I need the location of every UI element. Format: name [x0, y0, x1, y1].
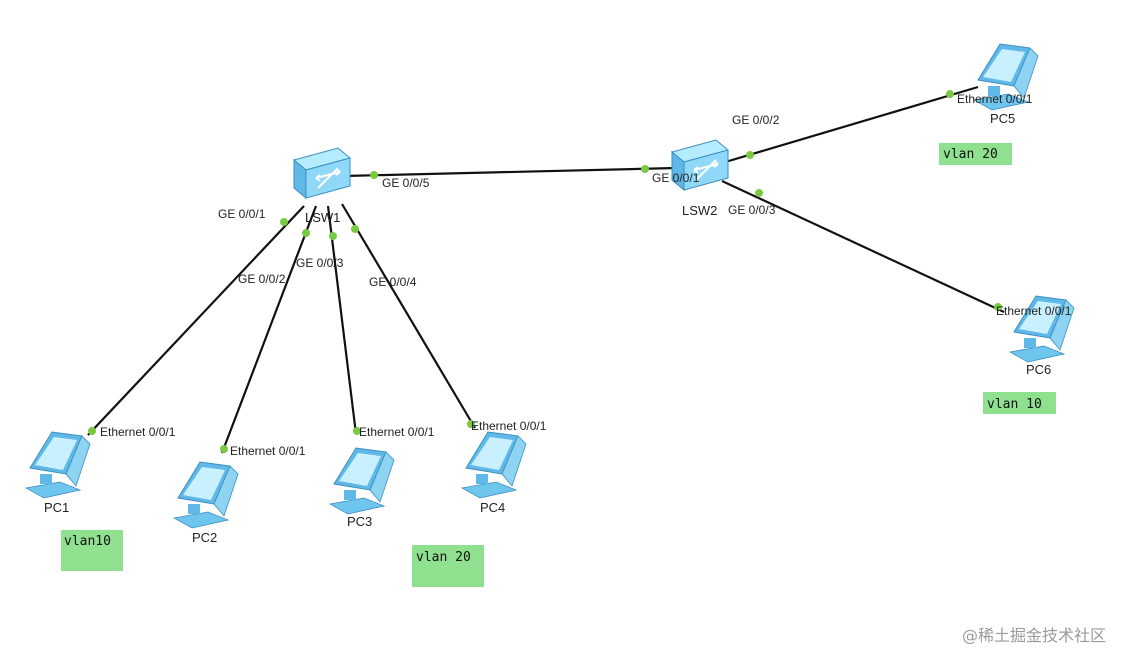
- port-dot: [641, 165, 649, 173]
- switch-lsw1[interactable]: LSW1: [293, 147, 351, 225]
- link-lsw1-pc2: [220, 205, 318, 454]
- switch-icon: [293, 147, 351, 199]
- port-label: GE 0/0/2: [732, 113, 780, 127]
- links: [87, 85, 1005, 454]
- port-dot: [302, 229, 310, 237]
- port-label: GE 0/0/1: [652, 171, 700, 185]
- port-label: Ethernet 0/0/1: [471, 419, 547, 433]
- port-dot: [280, 218, 288, 226]
- pc-pc3[interactable]: PC3: [329, 447, 395, 529]
- link-lsw1-lsw2: [343, 166, 677, 178]
- device-label: PC3: [347, 514, 372, 529]
- port-dot: [353, 427, 361, 435]
- vlan-tag-pc1: vlan10: [61, 530, 123, 571]
- port-label: GE 0/0/2: [238, 272, 286, 286]
- link-lsw2-pc6: [721, 180, 1005, 313]
- device-label: PC6: [1026, 362, 1051, 377]
- vlan-label: vlan 10: [987, 397, 1042, 412]
- port-dot: [370, 171, 378, 179]
- pc-pc6[interactable]: PC6: [1009, 295, 1075, 377]
- port-label: GE 0/0/4: [369, 275, 417, 289]
- port-dot: [329, 232, 337, 240]
- vlan-box: [61, 530, 123, 571]
- vlan-tag-pc3-pc4: vlan 20: [412, 545, 484, 587]
- pc-pc2[interactable]: PC2: [173, 461, 239, 545]
- pc-pc1[interactable]: PC1: [25, 431, 91, 515]
- port-dot: [88, 427, 96, 435]
- port-label: Ethernet 0/0/1: [957, 92, 1033, 106]
- port-label: Ethernet 0/0/1: [100, 425, 176, 439]
- vlan-box: [939, 143, 1012, 165]
- port-dot: [994, 303, 1002, 311]
- link-lsw1-pc4: [341, 203, 476, 429]
- switch-lsw2[interactable]: LSW2: [671, 139, 729, 218]
- vlan-label: vlan 20: [943, 147, 998, 162]
- watermark: @稀土掘金技术社区: [962, 626, 1106, 645]
- link-lsw1-pc1: [87, 205, 305, 436]
- device-label: LSW1: [305, 210, 340, 225]
- vlan-label: vlan 20: [416, 550, 471, 565]
- port-label: Ethernet 0/0/1: [230, 444, 306, 458]
- port-dot: [755, 189, 763, 197]
- vlan-box: [412, 545, 484, 587]
- link-lsw1-pc3: [326, 205, 358, 435]
- vlan-tag-pc5: vlan 20: [939, 143, 1012, 165]
- pc-icon: [25, 431, 91, 499]
- port-label: GE 0/0/5: [382, 176, 430, 190]
- vlan-tag-pc6: vlan 10: [983, 392, 1056, 414]
- port-dot: [746, 151, 754, 159]
- port-label: GE 0/0/1: [218, 207, 266, 221]
- port-dot: [220, 445, 228, 453]
- pc-pc5[interactable]: PC5: [973, 43, 1039, 126]
- vlan-label: vlan10: [64, 534, 111, 549]
- port-label: Ethernet 0/0/1: [359, 425, 435, 439]
- port-labels: GE 0/0/5 GE 0/0/1 GE 0/0/1 GE 0/0/2 GE 0…: [100, 92, 1072, 458]
- port-label: Ethernet 0/0/1: [996, 304, 1072, 318]
- device-label: PC5: [990, 111, 1015, 126]
- port-dot: [946, 90, 954, 98]
- device-label: PC4: [480, 500, 505, 515]
- port-label: GE 0/0/3: [296, 256, 344, 270]
- link-lsw2-pc5: [721, 85, 979, 165]
- device-label: PC2: [192, 530, 217, 545]
- pc-icon: [173, 461, 239, 529]
- device-label: PC1: [44, 500, 69, 515]
- port-dot: [467, 420, 475, 428]
- port-label: GE 0/0/3: [728, 203, 776, 217]
- port-dot: [351, 225, 359, 233]
- pc-icon: [329, 447, 395, 515]
- pc-icon: [461, 431, 527, 499]
- vlan-box: [983, 392, 1056, 414]
- pc-pc4[interactable]: PC4: [461, 431, 527, 515]
- port-dots: [88, 90, 1002, 453]
- device-label: LSW2: [682, 203, 717, 218]
